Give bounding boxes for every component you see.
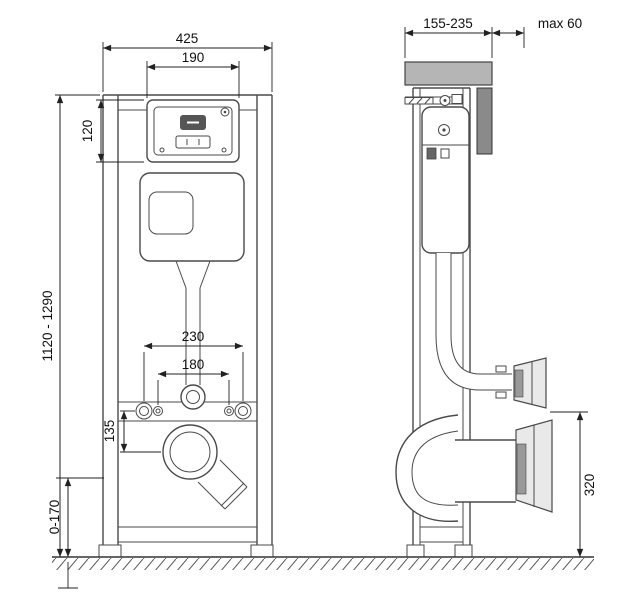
frame-foot [98, 544, 122, 558]
flush-plate-inner [153, 106, 233, 156]
floor [52, 556, 594, 570]
floor-hatch [52, 558, 594, 570]
trap-fill [396, 415, 458, 522]
funnel-line [175, 260, 187, 289]
flush-bend-circle-inner [186, 390, 200, 404]
pipe-clamp [495, 365, 507, 373]
bracket-block [451, 94, 463, 104]
flush-plate [146, 99, 240, 163]
cistern-fitting [426, 147, 437, 160]
waste-elbow-cap [220, 482, 245, 507]
dim-label-frame-height: 1120 - 1290 [40, 290, 55, 361]
dim-label-outlet-adjust: 0-170 [47, 500, 62, 535]
bracket-rod-hatch [424, 97, 431, 104]
bracket-bolt-dot [443, 99, 447, 102]
waste-connector-band [516, 443, 527, 495]
dim-label-depth-range: 155-235 [423, 16, 473, 31]
cistern-body [139, 172, 245, 262]
waste-elbow-cap [224, 486, 248, 510]
waste-trap-side [395, 414, 553, 523]
wall-bracket [404, 94, 463, 106]
flush-connector-band [514, 369, 524, 398]
fixing-hole-inner [155, 408, 161, 414]
side-view [395, 61, 553, 558]
trap-outer-curve [395, 414, 459, 523]
trap-inner-curve [411, 430, 459, 506]
wall-structures [404, 61, 493, 155]
flush-button-secondary [175, 135, 211, 149]
cistern-fitting [440, 148, 450, 159]
flush-pipe-bend [435, 334, 481, 391]
frame-foot [250, 544, 274, 558]
fixing-stud-inner [139, 406, 149, 416]
waste-outlet-circle-inner [169, 431, 211, 473]
fixing-hole-inner [226, 408, 232, 414]
dim-label-outlet-height: 320 [582, 474, 597, 497]
flush-plate-side [476, 87, 493, 155]
dim-label-max-wall: max 60 [538, 16, 582, 31]
plate-screw-icon [221, 147, 227, 153]
cistern-front [139, 172, 245, 385]
dimensions-side: 155-235 max 60 320 [404, 16, 597, 557]
dimensions-front: 425 190 120 1120 - 1290 230 180 135 0-17… [40, 31, 273, 589]
funnel-line [199, 260, 211, 289]
flush-pipe-bend [450, 334, 481, 375]
waste-elbow-line [197, 481, 226, 510]
front-frame [98, 94, 274, 558]
flush-pipe-fill [436, 253, 480, 390]
cistern-side [421, 106, 470, 254]
flush-pipe-side [435, 253, 547, 409]
bracket-rod-hatch [408, 97, 415, 104]
frame-foot [406, 544, 425, 558]
dim-label-fixing-wide: 230 [182, 329, 205, 344]
dim-label-total-width: 425 [176, 31, 199, 46]
pipe-clamp [495, 391, 507, 399]
plate-screw-icon [159, 147, 165, 153]
dim-label-fixing-to-outlet: 135 [102, 420, 117, 443]
frame-foot [454, 544, 473, 558]
fixing-stud-inner [238, 406, 248, 416]
dim-label-fixing-narrow: 180 [182, 357, 205, 372]
bracket-rod-hatch [416, 97, 423, 104]
wall-slab [404, 61, 493, 86]
front-view [98, 94, 274, 558]
flush-plate-outer [146, 99, 240, 163]
cistern-access [148, 191, 194, 235]
fixings-and-outlet [135, 384, 252, 510]
waste-pipe-fill [455, 440, 516, 502]
plate-screw-dot [223, 110, 227, 114]
dim-label-plate-width: 190 [182, 50, 205, 65]
inlet-valve-dot [442, 128, 446, 132]
waste-elbow-line [219, 459, 248, 488]
dim-label-plate-height: 120 [80, 120, 95, 143]
